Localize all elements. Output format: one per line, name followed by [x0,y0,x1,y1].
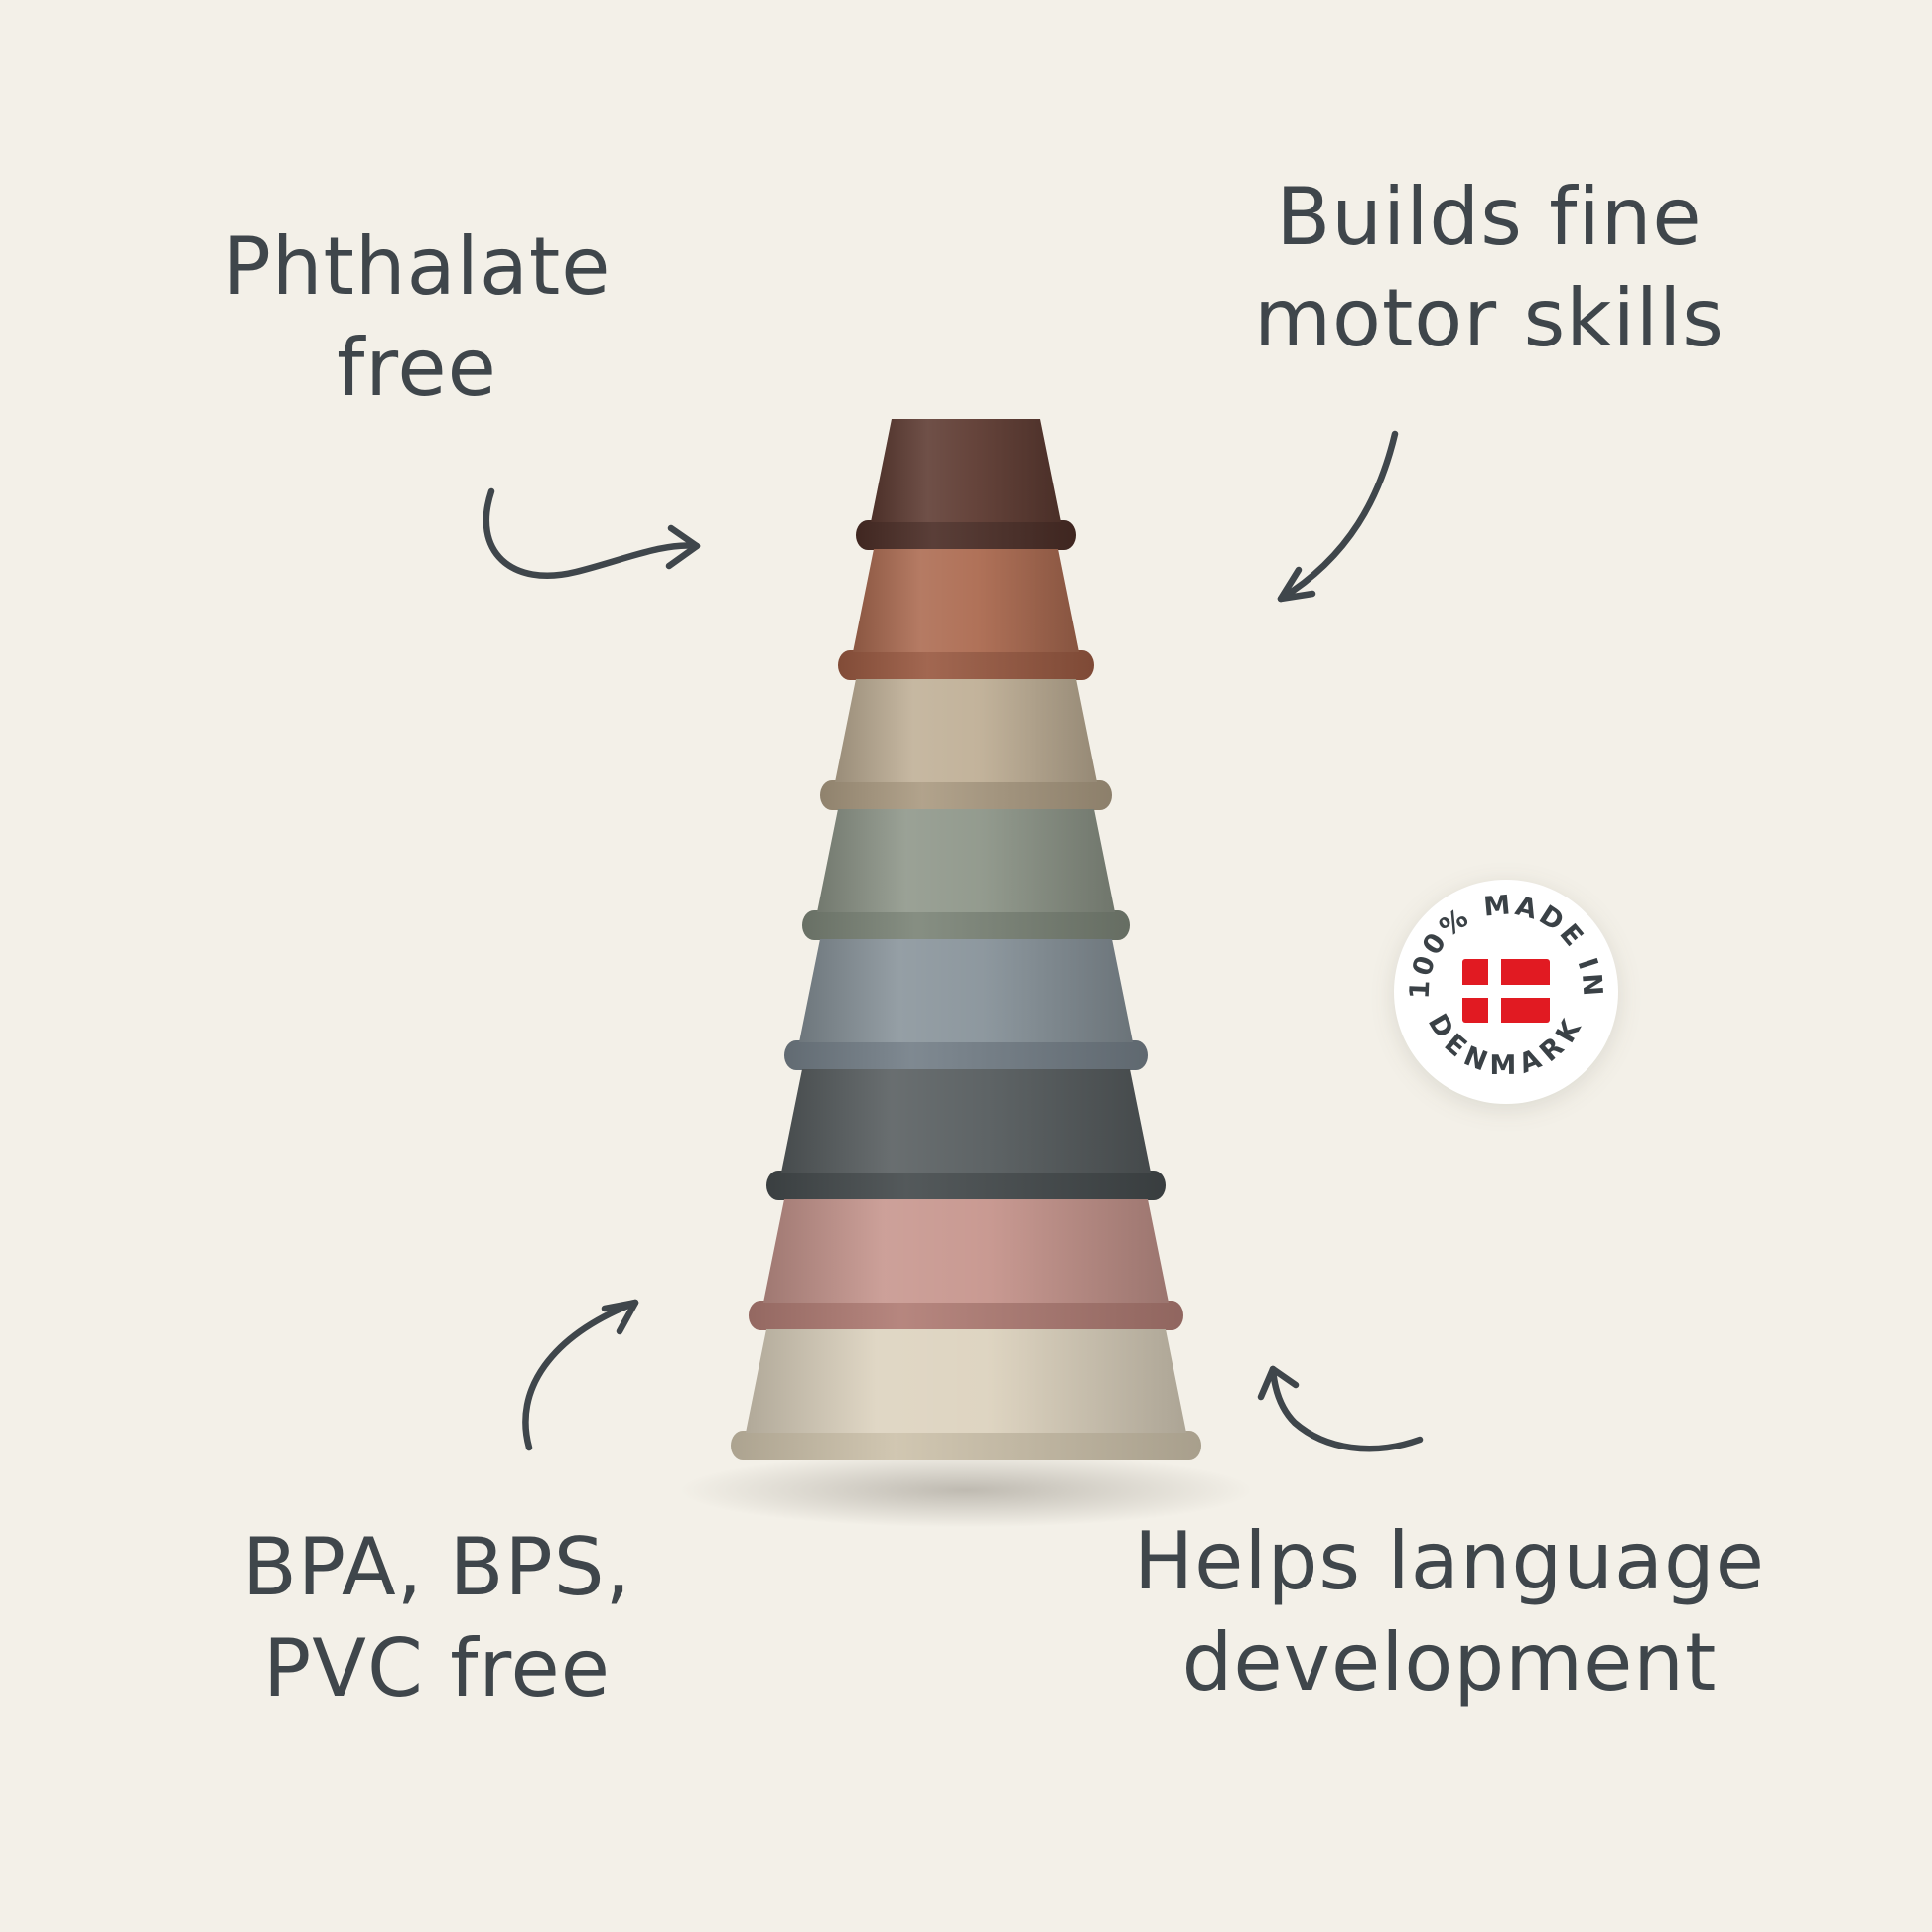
flag-cross-horizontal [1462,985,1550,998]
stacking-cup-espresso-brown [856,419,1076,550]
cup-body [799,939,1133,1042]
cup-rim [802,910,1130,940]
stacking-cup-ivory [731,1329,1201,1460]
curved-arrow-icon [1257,1365,1424,1452]
arrow-head [601,1299,639,1335]
stacking-cup-rose [749,1199,1183,1330]
cup-rim [856,520,1076,550]
cup-rim [749,1301,1183,1330]
annotation-phthalate-free: Phthalate free [109,216,725,420]
cup-body [746,1329,1186,1433]
curved-arrow-icon [483,487,701,579]
arrow-head [1257,1365,1300,1401]
cup-rim [838,650,1094,680]
arrow-stroke [1269,1365,1424,1452]
stacking-cup-sand [820,679,1112,810]
stacking-tower [718,419,1214,1460]
tower-shadow [668,1451,1264,1529]
annotation-line: Helps language [1134,1515,1765,1607]
annotation-line: PVC free [263,1622,611,1716]
stacking-cup-terracotta [838,549,1094,680]
annotation-line: Builds fine [1276,171,1703,263]
denmark-flag-icon [1462,959,1550,1023]
cup-rim [784,1040,1148,1070]
stacking-cup-charcoal [766,1069,1166,1200]
annotation-line: BPA, BPS, [242,1521,631,1613]
arrow-stroke [522,1299,639,1451]
arrow-stroke [1277,430,1399,603]
cup-rim [766,1171,1166,1200]
arrow-stroke [483,487,701,579]
made-in-denmark-badge: 100% MADE IN DENMARK [1394,880,1618,1104]
curved-arrow-icon [522,1299,639,1451]
stacking-cup-sage [802,809,1130,940]
arrow-head [665,524,701,570]
curved-arrow-icon [1277,430,1399,603]
cup-body [817,809,1115,912]
cup-body [871,419,1061,522]
cup-body [853,549,1079,652]
annotation-language-development: Helps language development [1062,1511,1837,1715]
arrow-head [1277,566,1316,603]
cup-body [763,1199,1169,1303]
cup-body [835,679,1097,782]
stacking-cup-slate-blue [784,939,1148,1070]
cup-rim [731,1431,1201,1460]
annotation-bpa-bps-pvc-free: BPA, BPS, PVC free [119,1517,755,1721]
cup-body [781,1069,1151,1173]
annotation-line: Phthalate [222,220,612,313]
annotation-line: motor skills [1254,272,1725,365]
cup-rim [820,780,1112,810]
annotation-fine-motor-skills: Builds fine motor skills [1132,167,1847,370]
annotation-line: free [337,322,497,415]
annotation-line: development [1181,1616,1718,1710]
